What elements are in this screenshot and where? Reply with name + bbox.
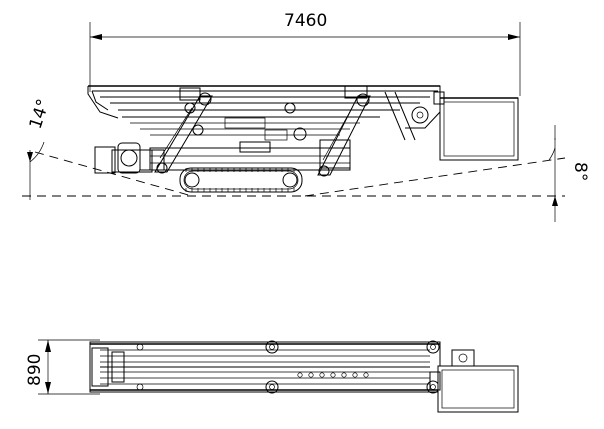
side-view: 7460 14° 8°: [22, 11, 590, 222]
top-platform: [429, 349, 519, 413]
ground-and-angle-lines: [22, 125, 566, 222]
boom-stack: [87, 85, 441, 141]
rear-angle-label: 8°: [570, 162, 590, 181]
overall-length-dimension: 7460: [89, 11, 521, 96]
front-lift-arm: [317, 85, 371, 177]
boom-holes: [297, 372, 369, 378]
top-view: 890: [25, 339, 519, 413]
boom-joints: [184, 102, 307, 141]
width-dimension: [38, 339, 100, 395]
rear-lift-arm: [154, 87, 213, 174]
platform-basket: [433, 91, 519, 161]
front-angle-label: 14°: [26, 97, 54, 132]
overall-length-label: 7460: [284, 11, 327, 31]
top-pivots: [136, 340, 440, 394]
crawler-track: [179, 167, 303, 193]
width-label: 890: [25, 354, 45, 386]
chassis: [111, 139, 351, 173]
engine-unit: [94, 142, 165, 174]
top-frame: [89, 341, 441, 393]
